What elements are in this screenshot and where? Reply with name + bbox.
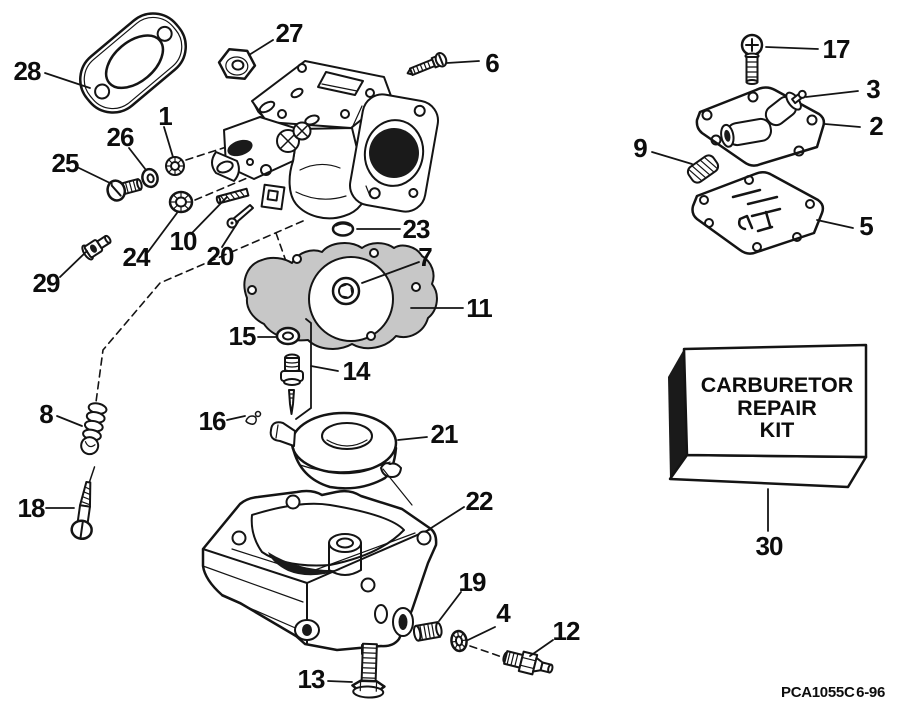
part-5-diaphragm [691, 171, 825, 255]
callout-25: 25 [52, 148, 79, 178]
leader-22 [427, 506, 465, 531]
leader-26 [128, 147, 147, 171]
callout-10: 10 [170, 226, 197, 256]
part-26-washer [141, 167, 159, 189]
leader-1 [163, 126, 174, 158]
leader-19 [438, 591, 462, 622]
part-6-screw [406, 52, 448, 76]
leader-lines [44, 39, 861, 683]
footer-part-code: PCA1055C [781, 684, 855, 701]
carburetor-body [211, 60, 439, 220]
part-30-repair-kit-box: CARBURETOR REPAIR KIT [668, 343, 868, 489]
leader-25 [78, 167, 113, 185]
callout-9: 9 [633, 133, 647, 163]
callout-23: 23 [403, 214, 430, 244]
callout-18: 18 [18, 493, 45, 523]
callout-11: 11 [466, 293, 492, 323]
part-20-needle [226, 204, 254, 229]
callout-3: 3 [866, 74, 880, 104]
callout-labels: 28 27 6 17 3 2 9 5 1 26 25 24 10 20 29 2… [14, 18, 885, 694]
callout-22: 22 [466, 486, 493, 516]
part-3-nipple [764, 89, 807, 127]
callout-8: 8 [39, 399, 53, 429]
callout-5: 5 [859, 211, 873, 241]
part-21-float [269, 411, 413, 506]
leader-4 [467, 626, 496, 641]
part-4-washer [450, 629, 468, 653]
kit-box-line-2: REPAIR [737, 396, 817, 420]
callout-17: 17 [823, 34, 850, 64]
part-13-bolt [351, 642, 386, 699]
leader-5 [816, 219, 854, 229]
body-screw-icon [276, 121, 312, 153]
part-15-oring [275, 326, 301, 346]
part-25-screw [106, 178, 143, 202]
leader-20 [221, 221, 239, 248]
part-18-needle-screw [70, 466, 96, 541]
callout-20: 20 [207, 241, 234, 271]
part-7-seal [331, 276, 361, 306]
leader-7 [361, 261, 420, 284]
kit-box-line-3: KIT [760, 418, 795, 442]
callout-15: 15 [229, 321, 256, 351]
part-16-clip [245, 410, 262, 425]
leader-16 [226, 415, 246, 421]
part-2-pump-cover [695, 86, 826, 167]
leader-9 [651, 151, 693, 165]
leader-13 [327, 680, 353, 683]
part-17-screw [740, 33, 764, 85]
footer-date: 6-96 [856, 684, 885, 701]
callout-24: 24 [123, 242, 151, 272]
leader-3 [805, 90, 859, 98]
callout-13: 13 [298, 664, 325, 694]
callout-14: 14 [343, 356, 371, 386]
callout-27: 27 [276, 18, 303, 48]
leader-12 [529, 639, 554, 657]
leader-17 [765, 46, 819, 50]
callout-28: 28 [14, 56, 41, 86]
part-27-nut [217, 48, 257, 80]
part-22-float-bowl [201, 489, 438, 655]
leader-8 [56, 415, 83, 427]
leader-28 [44, 72, 91, 89]
leader-27 [248, 39, 274, 56]
part-1-lock-washer [165, 156, 185, 176]
leader-10 [190, 196, 228, 235]
part-10-pin [215, 187, 250, 205]
kit-box-line-1: CARBURETOR [701, 373, 854, 397]
callout-19: 19 [459, 567, 486, 597]
part-12-fitting [502, 650, 554, 676]
part-24-lock-washer [168, 190, 194, 214]
callout-16: 16 [199, 406, 226, 436]
leader-2 [824, 123, 861, 128]
callout-4: 4 [496, 598, 511, 628]
callout-7: 7 [418, 242, 432, 272]
callout-30: 30 [756, 531, 783, 561]
leader-21 [397, 436, 428, 441]
part-8-spring [80, 402, 108, 456]
leader-24 [147, 212, 178, 253]
leader-14 [310, 365, 339, 372]
callout-29: 29 [33, 268, 60, 298]
part-23-plug [331, 221, 355, 237]
leader-29 [59, 250, 88, 278]
callout-6: 6 [485, 48, 499, 78]
callout-12: 12 [553, 616, 580, 646]
callout-21: 21 [431, 419, 458, 449]
callout-26: 26 [107, 122, 134, 152]
part-9-spring [686, 154, 720, 184]
part-29-fitting [81, 234, 112, 261]
leader-6 [446, 60, 480, 64]
part-19-plug-screw [412, 621, 443, 642]
callout-2: 2 [869, 111, 883, 141]
part-28-gasket [79, 12, 187, 114]
callout-1: 1 [158, 101, 172, 131]
